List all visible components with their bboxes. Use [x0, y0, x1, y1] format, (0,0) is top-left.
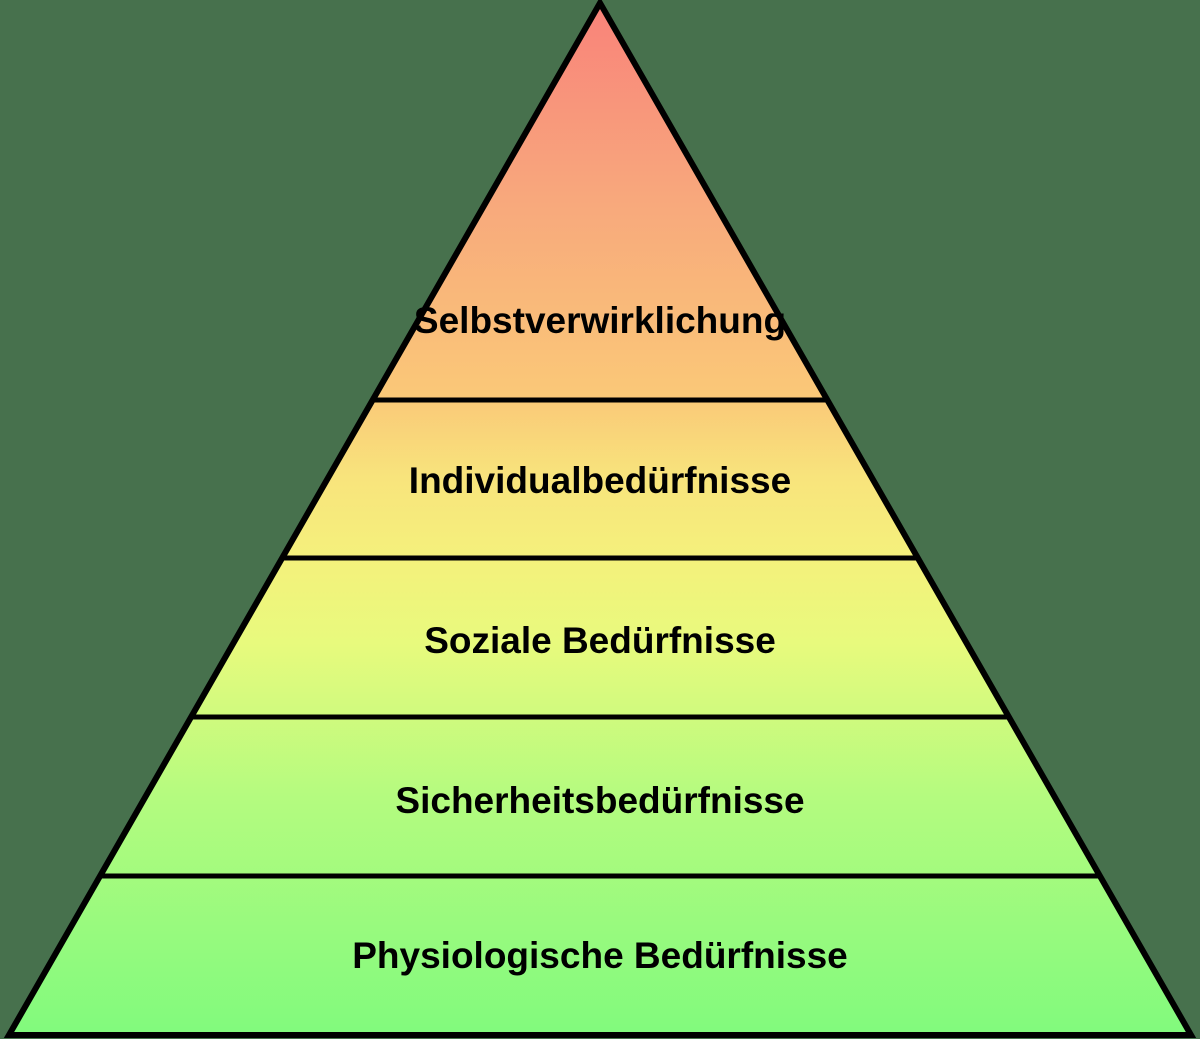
- level-label-individualbeduerfnisse: Individualbedürfnisse: [409, 460, 791, 501]
- level-label-soziale-beduerfnisse: Soziale Bedürfnisse: [424, 620, 776, 661]
- level-label-physiologische-beduerfnisse: Physiologische Bedürfnisse: [352, 935, 848, 976]
- pyramid-body: [3, 0, 1197, 1038]
- level-label-sicherheitsbeduerfnisse: Sicherheitsbedürfnisse: [395, 780, 804, 821]
- level-label-selbstverwirklichung: Selbstverwirklichung: [414, 300, 786, 341]
- level-labels: Selbstverwirklichung Individualbedürfnis…: [352, 300, 848, 976]
